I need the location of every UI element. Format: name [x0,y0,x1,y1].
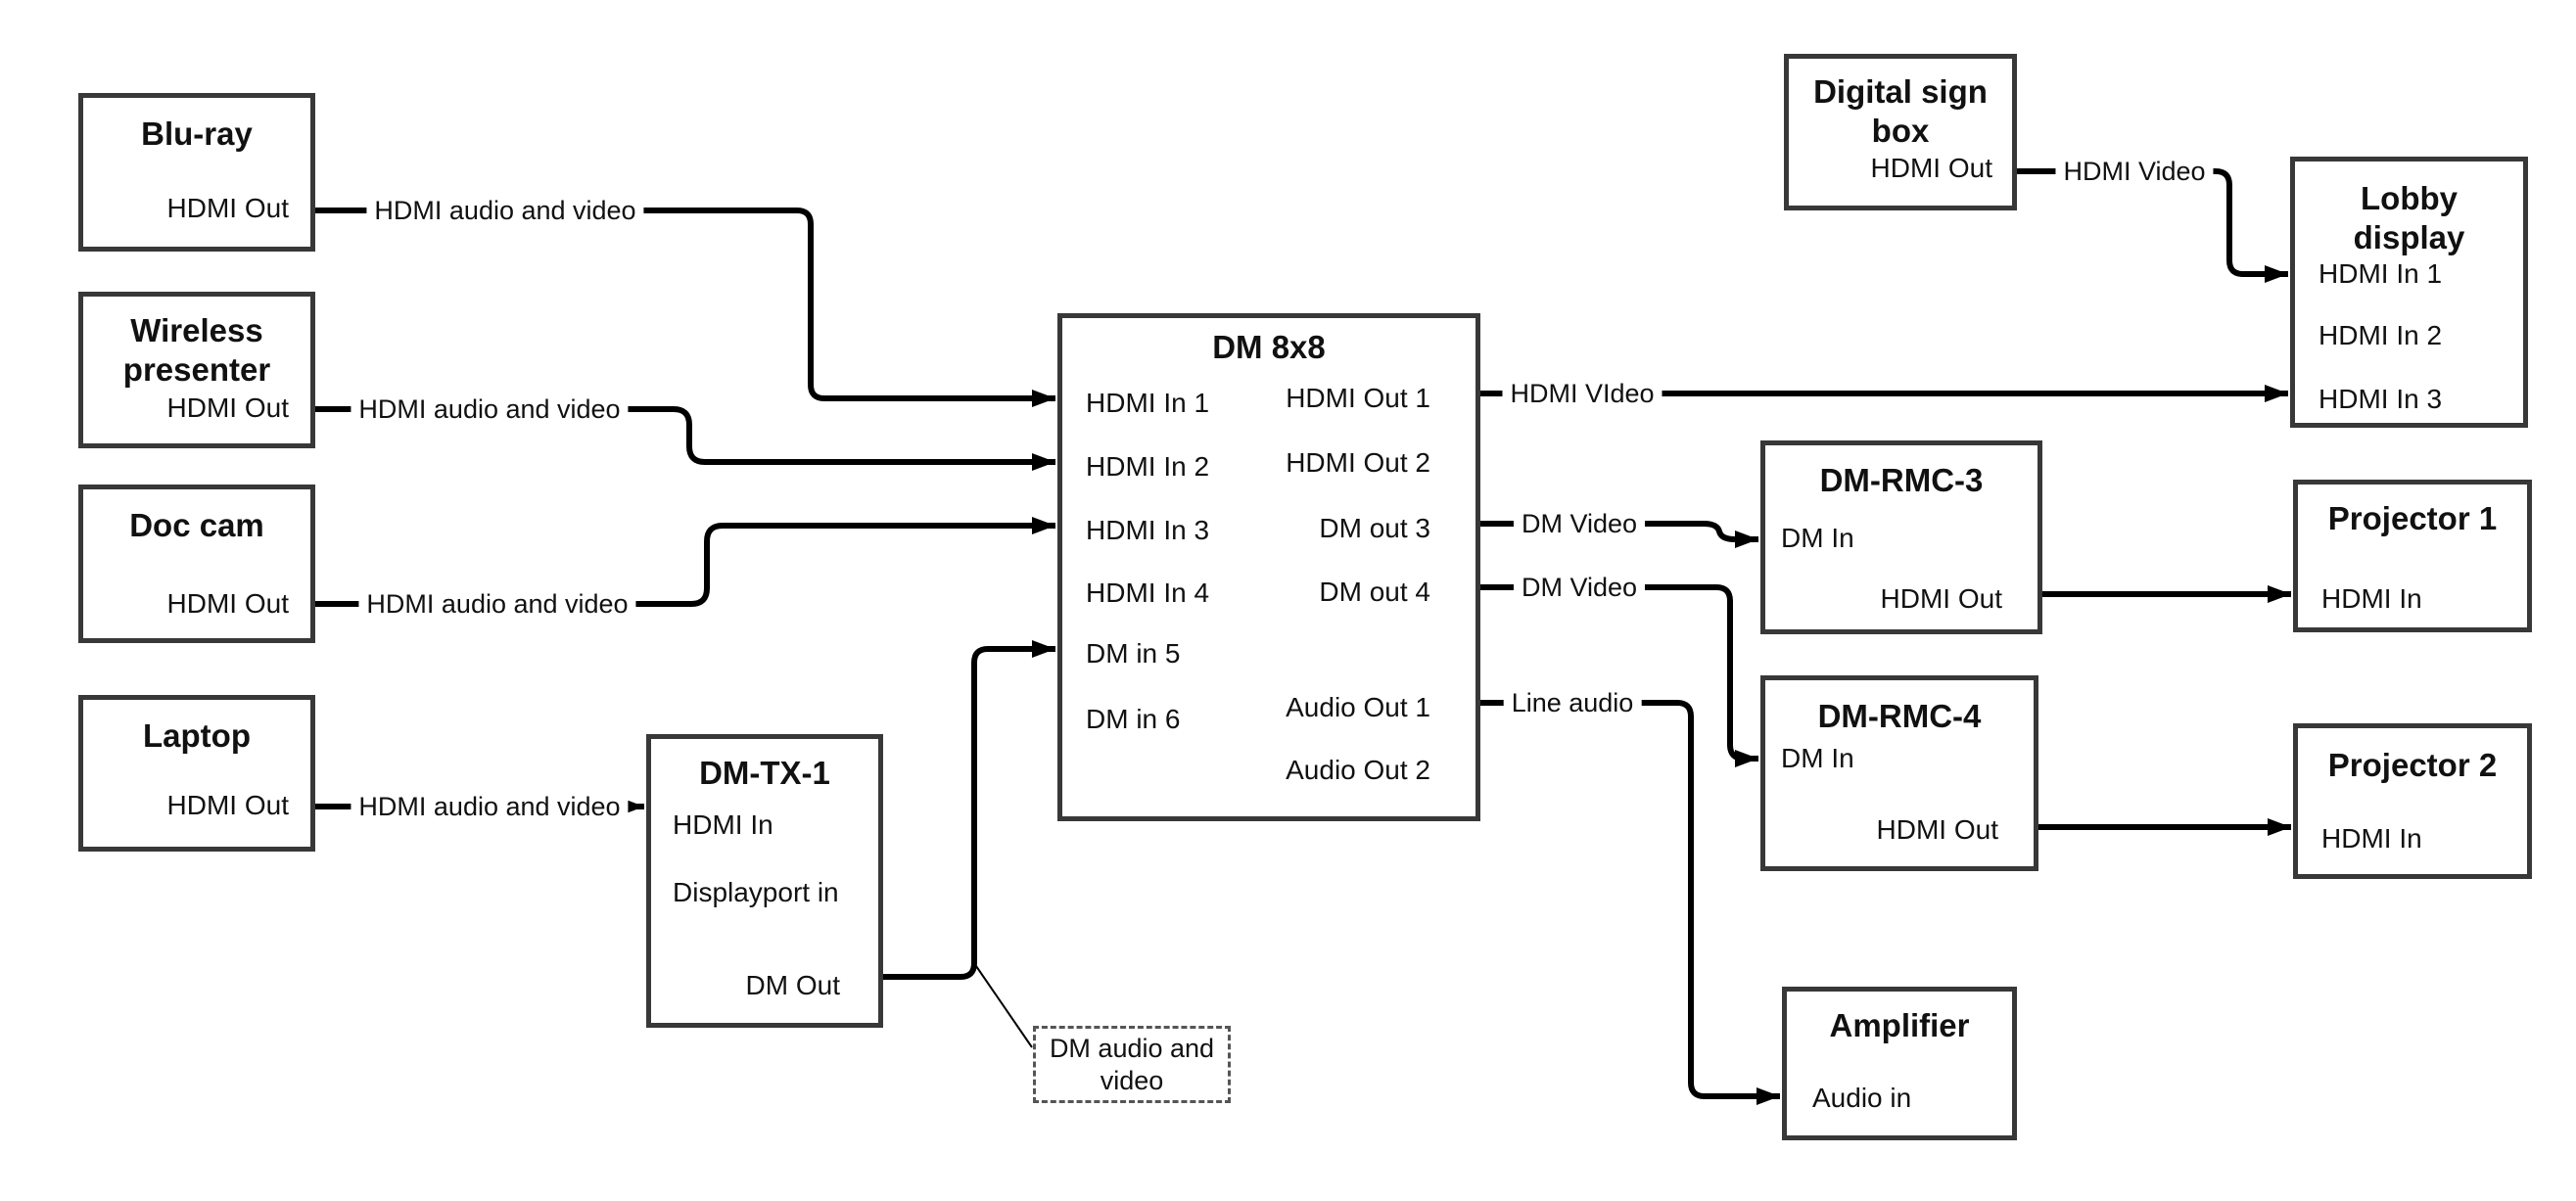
annotation-dm-audio-video: DM audio and video [1033,1026,1231,1103]
port-lobby-hdmi-in-2: HDMI In 2 [2318,320,2443,350]
node-projector-1: Projector 1 HDMI In [2293,480,2532,632]
port-doccam-hdmi-out: HDMI Out [166,588,289,619]
edge-dm8x8-out4-to-dmrmc4 [1480,584,1758,767]
callout-line-dm-audio-video [975,965,1033,1048]
node-doc-cam: Doc cam HDMI Out [78,485,315,643]
port-dm8x8-audio-out-2: Audio Out 2 [1286,755,1430,785]
edge-label-wireless: HDMI audio and video [351,393,629,425]
port-dm8x8-hdmi-in-4: HDMI In 4 [1086,577,1210,608]
annotation-dm-audio-video-text: DM audio and video [1049,1033,1215,1095]
port-dm8x8-dm-in-6: DM in 6 [1086,704,1181,734]
edge-label-laptop: HDMI audio and video [351,791,629,822]
port-dmrmc3-hdmi-out: HDMI Out [1880,583,2002,614]
edge-label-bluray: HDMI audio and video [366,195,644,226]
node-dmtx1-title: DM-TX-1 [699,755,830,791]
port-dmrmc4-hdmi-out: HDMI Out [1876,814,1998,845]
port-proj1-hdmi-in: HDMI In [2321,583,2422,614]
node-digital-sign-title: Digital sign box [1813,73,1988,149]
node-dm-rmc-4: DM-RMC-4 DM In HDMI Out [1760,675,2038,871]
port-laptop-hdmi-out: HDMI Out [166,790,289,820]
port-dm8x8-dm-out-3: DM out 3 [1319,513,1430,543]
port-dm8x8-dm-out-4: DM out 4 [1319,577,1430,607]
edge-dmtx1-to-dm8x8-in5 [883,640,1055,980]
port-dmtx1-displayport-in: Displayport in [673,877,839,907]
node-dm-8x8: DM 8x8 HDMI In 1 HDMI In 2 HDMI In 3 HDM… [1057,313,1480,821]
port-dm8x8-hdmi-in-2: HDMI In 2 [1086,451,1210,482]
port-dmrmc4-dm-in: DM In [1781,743,1854,773]
node-doccam-title: Doc cam [129,507,264,543]
edge-label-hdmi-video-long: HDMI VIdeo [1502,378,1663,409]
node-amplifier: Amplifier Audio in [1782,987,2017,1140]
port-dmrmc3-dm-in: DM In [1781,523,1854,553]
port-dmtx1-hdmi-in: HDMI In [673,809,773,840]
edge-label-dm-video-4: DM Video [1513,572,1646,603]
node-lobby-title: Lobby display [2353,180,2465,255]
node-dmrmc4-title: DM-RMC-4 [1817,698,1982,734]
node-dm-tx-1: DM-TX-1 HDMI In Displayport in DM Out [646,734,883,1028]
node-wireless-presenter: Wireless presenter HDMI Out [78,292,315,448]
edge-label-line-audio: Line audio [1503,687,1642,718]
node-digital-sign-box: Digital sign box HDMI Out [1784,54,2017,210]
node-dm-rmc-3: DM-RMC-3 DM In HDMI Out [1760,440,2042,634]
node-proj1-title: Projector 1 [2327,500,2498,536]
edge-dm8x8-audioout1-to-amplifier [1480,700,1780,1105]
port-dm8x8-audio-out-1: Audio Out 1 [1286,692,1430,722]
port-dmtx1-dm-out: DM Out [745,970,840,1000]
node-proj2-title: Projector 2 [2327,747,2498,783]
node-bluray-title: Blu-ray [141,115,253,152]
port-dm8x8-hdmi-out-1: HDMI Out 1 [1286,383,1430,413]
port-dm8x8-dm-in-5: DM in 5 [1086,638,1181,669]
port-digital-sign-hdmi-out: HDMI Out [1870,153,1992,183]
node-projector-2: Projector 2 HDMI In [2293,723,2532,879]
port-bluray-hdmi-out: HDMI Out [166,193,289,223]
node-laptop: Laptop HDMI Out [78,695,315,852]
node-dmrmc3-title: DM-RMC-3 [1819,462,1984,498]
node-bluray: Blu-ray HDMI Out [78,93,315,252]
edge-label-dm-video-3: DM Video [1513,508,1646,539]
node-dm8x8-title: DM 8x8 [1212,329,1326,365]
port-proj2-hdmi-in: HDMI In [2321,823,2422,854]
port-lobby-hdmi-in-3: HDMI In 3 [2318,384,2443,414]
edge-bluray-to-dm8x8-in1 [315,208,1055,407]
node-amplifier-title: Amplifier [1829,1007,1970,1043]
node-wireless-title: Wireless presenter [122,312,271,388]
edge-label-hdmi-video-sign: HDMI Video [2055,156,2214,187]
port-dm8x8-hdmi-out-2: HDMI Out 2 [1286,447,1430,478]
edge-label-doccam: HDMI audio and video [358,588,636,620]
port-lobby-hdmi-in-1: HDMI In 1 [2318,258,2443,289]
node-lobby-display: Lobby display HDMI In 1 HDMI In 2 HDMI I… [2290,157,2528,428]
port-dm8x8-hdmi-in-1: HDMI In 1 [1086,388,1210,418]
port-amplifier-audio-in: Audio in [1812,1083,1912,1113]
node-laptop-title: Laptop [143,717,251,754]
port-dm8x8-hdmi-in-3: HDMI In 3 [1086,515,1210,545]
port-wireless-hdmi-out: HDMI Out [166,393,289,423]
